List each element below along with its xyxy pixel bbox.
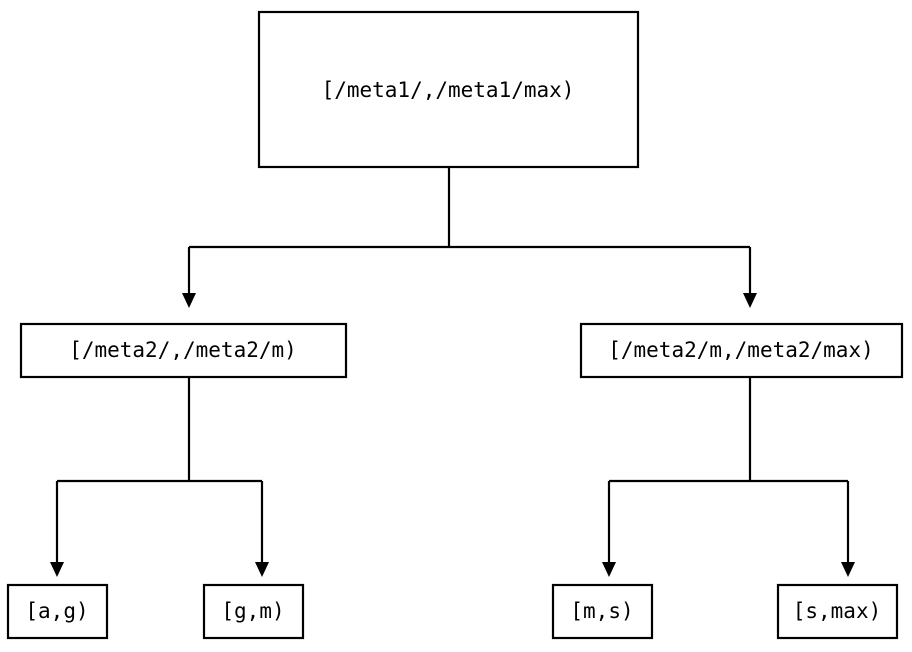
node-leaf-gm-box[interactable] [202,583,305,640]
node-root-box[interactable] [257,10,640,169]
node-leaf-gm-label: [g,m) [221,599,284,623]
node-leaf-ms-box[interactable] [551,583,654,640]
edge-group-root [182,167,757,308]
arrowhead-midright-to-leafsmax [841,562,855,577]
node-leaf-smax-box[interactable] [776,583,899,640]
node-leaf-ms-label: [m,s) [570,599,633,623]
node-root-label: [/meta1/,/meta1/max) [322,78,575,102]
arrowhead-midleft-to-leafgm [255,562,269,577]
edge-group-midright [602,377,855,577]
arrowhead-root-to-midleft [182,293,196,308]
node-leaf-ag[interactable]: [a,g) [6,583,109,640]
arrowhead-midleft-to-leafag [50,562,64,577]
node-leaf-ag-box[interactable] [6,583,109,640]
node-mid-left-label: [/meta2/,/meta2/m) [69,338,297,362]
node-leaf-ms[interactable]: [m,s) [551,583,654,640]
arrowhead-root-to-midright [743,293,757,308]
edge-group-midleft [50,377,269,577]
node-root[interactable]: [/meta1/,/meta1/max) [257,10,640,169]
node-leaf-gm[interactable]: [g,m) [202,583,305,640]
node-leaf-smax[interactable]: [s,max) [776,583,899,640]
arrowhead-midright-to-leafms [602,562,616,577]
node-mid-left[interactable]: [/meta2/,/meta2/m) [19,322,348,379]
node-mid-right-box[interactable] [579,322,904,379]
node-mid-right-label: [/meta2/m,/meta2/max) [608,338,874,362]
node-mid-right[interactable]: [/meta2/m,/meta2/max) [579,322,904,379]
node-leaf-smax-label: [s,max) [793,599,882,623]
node-mid-left-box[interactable] [19,322,348,379]
node-leaf-ag-label: [a,g) [25,599,88,623]
